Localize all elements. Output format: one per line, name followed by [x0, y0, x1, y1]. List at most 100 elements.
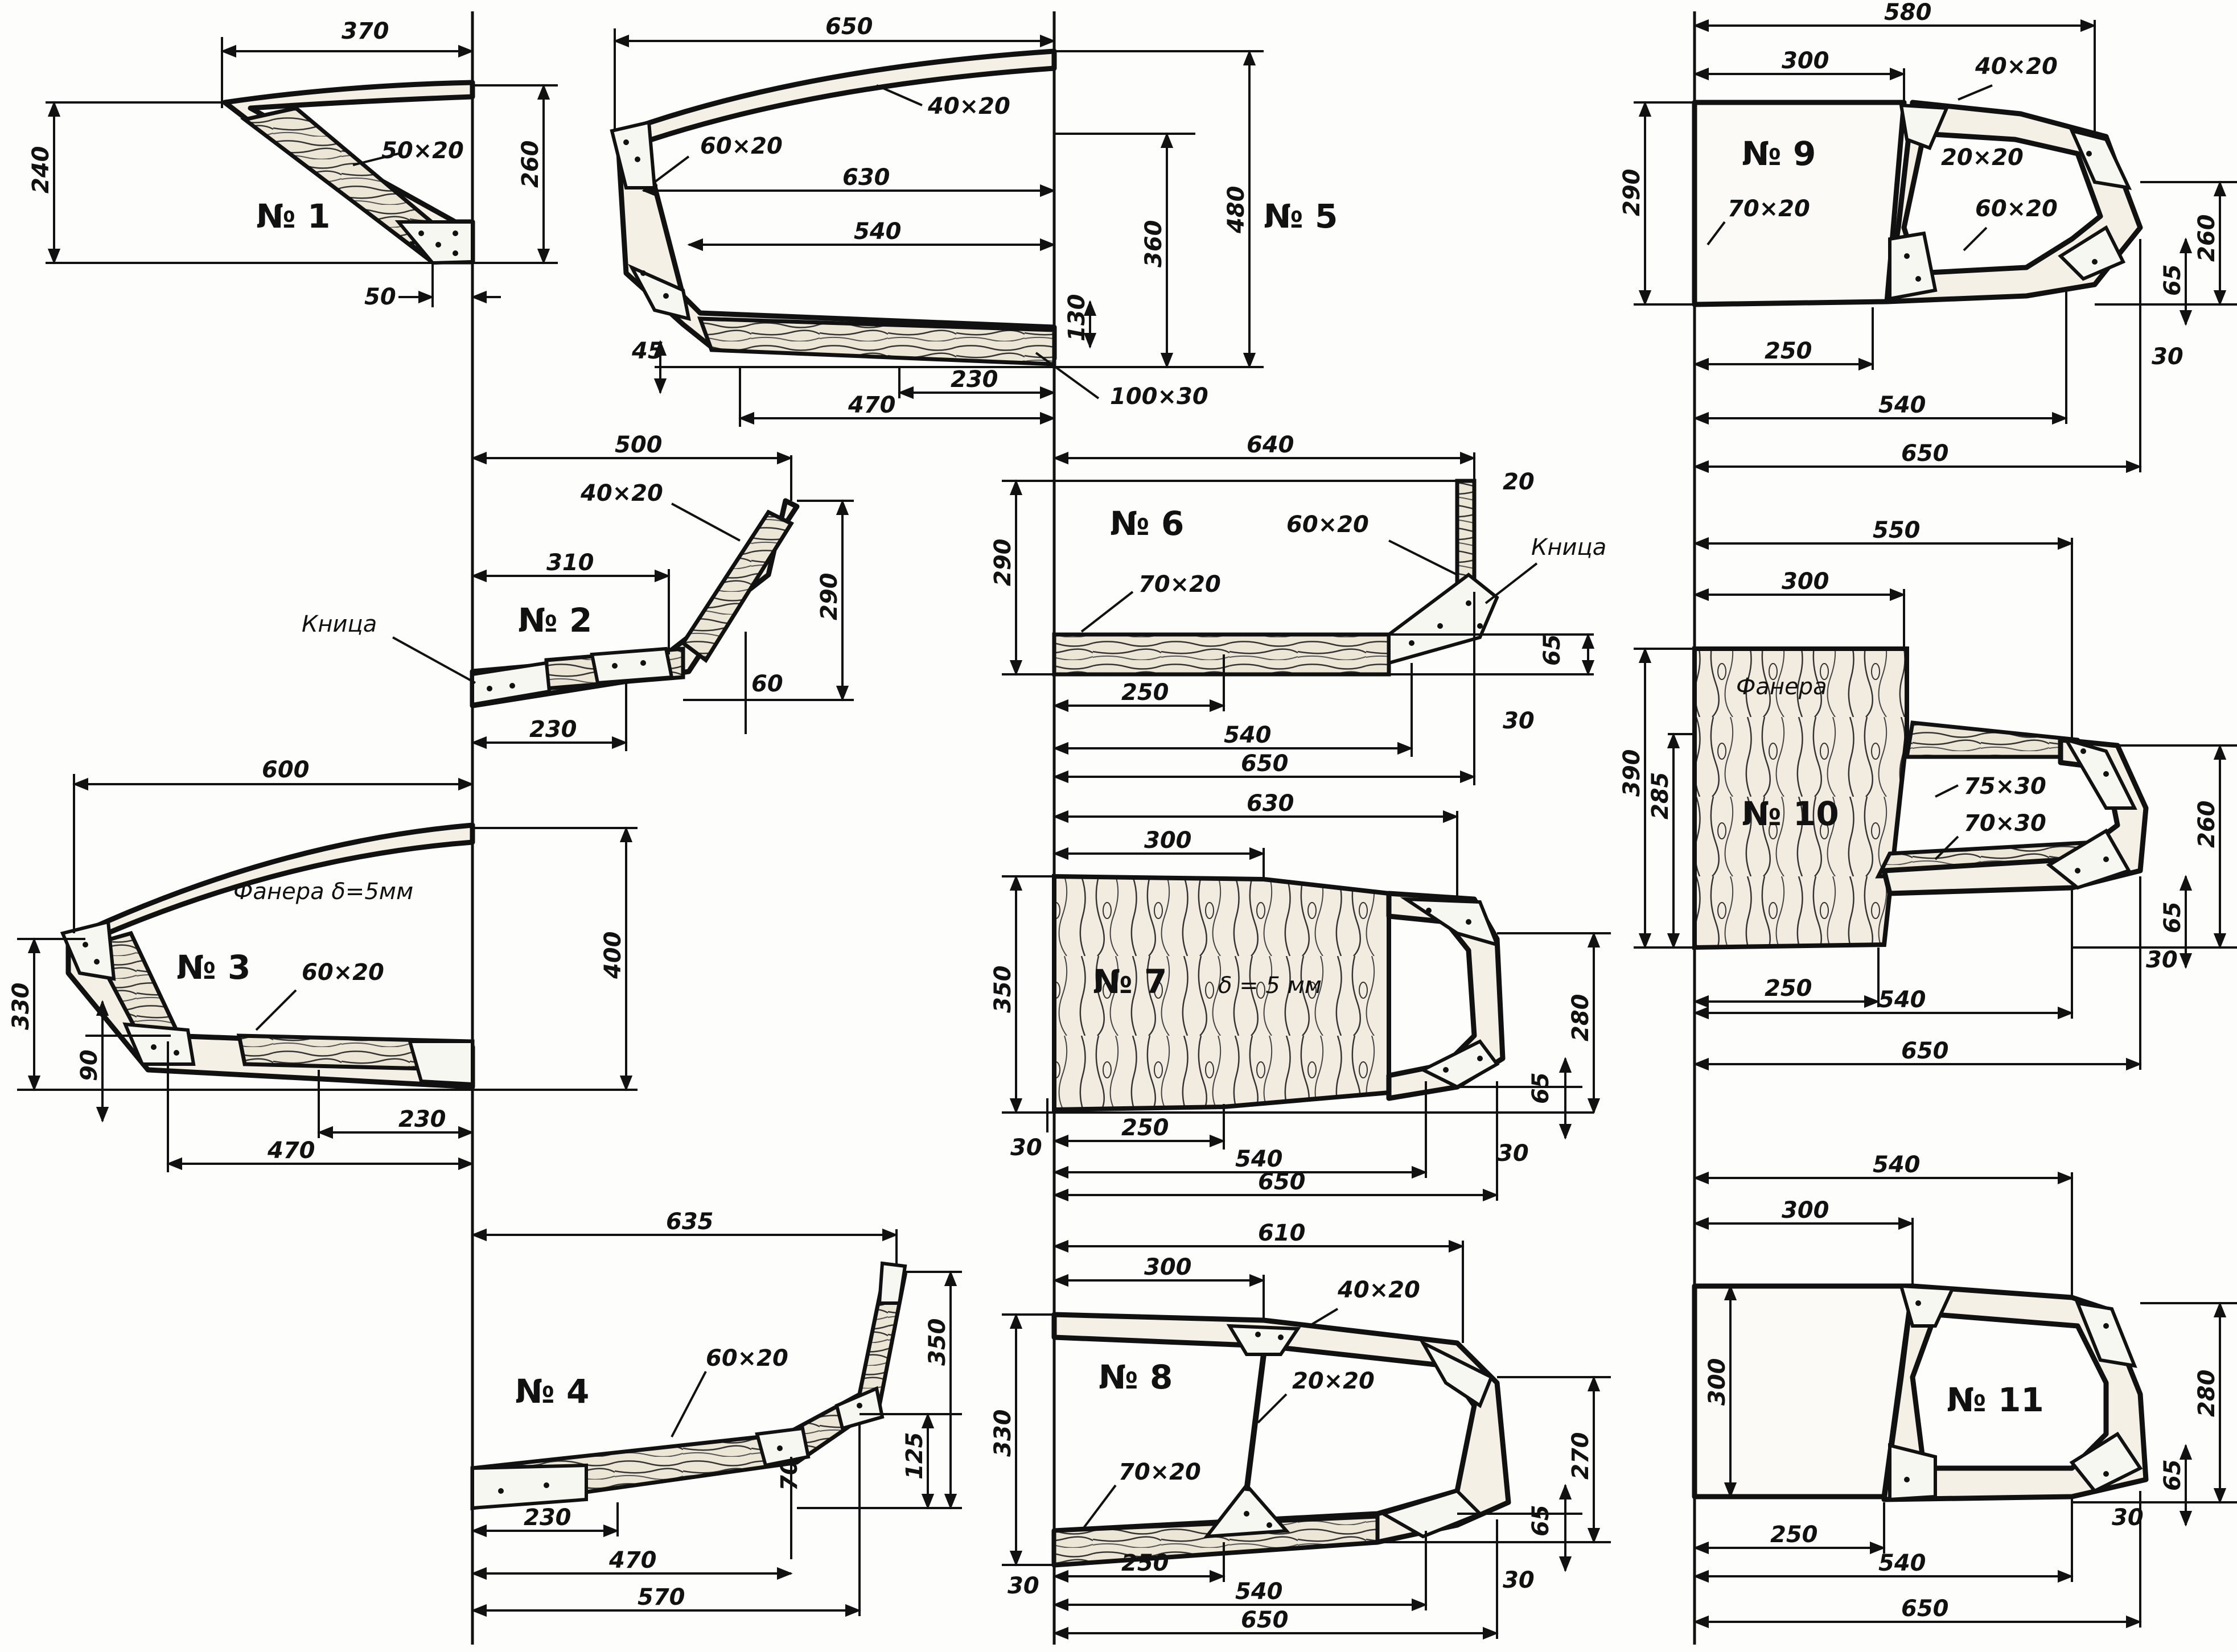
- frame-10-label: № 10: [1742, 794, 1839, 833]
- plywood-note-f3: Фанера δ=5мм: [233, 879, 413, 905]
- member-70x20-f9: 70×20: [1728, 196, 1810, 222]
- member-60x20-f6: 60×20: [1286, 512, 1369, 538]
- dim-300-f7: 300: [1144, 827, 1192, 854]
- member-40x20-f5: 40×20: [927, 93, 1010, 120]
- dim-65-f10: 65: [2160, 901, 2186, 933]
- member-50x20: 50×20: [381, 138, 464, 164]
- plywood-note-f7: δ = 5 мм: [1218, 973, 1322, 999]
- dim-360: 360: [1141, 220, 1167, 268]
- dim-230-f5: 230: [951, 366, 998, 393]
- dim-635: 635: [666, 1209, 714, 1235]
- dim-540-top-f11: 540: [1873, 1152, 1921, 1178]
- dim-540-f6: 540: [1224, 722, 1272, 748]
- dim-65-f7: 65: [1528, 1072, 1554, 1104]
- frame-7-label: № 7: [1093, 962, 1167, 1001]
- dim-45: 45: [631, 338, 664, 364]
- dim-290-f2: 290: [816, 573, 842, 621]
- dim-540-f5: 540: [854, 219, 902, 245]
- dim-50: 50: [364, 284, 396, 310]
- dim-310: 310: [546, 550, 594, 576]
- dim-300-f8: 300: [1144, 1254, 1192, 1280]
- member-40x20-f2: 40×20: [580, 480, 663, 506]
- dim-30-f7-left: 30: [1010, 1135, 1042, 1161]
- dim-640: 640: [1247, 432, 1294, 458]
- member-60x20-f9: 60×20: [1975, 196, 2058, 222]
- member-60x20-f5: 60×20: [700, 133, 783, 159]
- frame-2-label: № 2: [518, 601, 592, 640]
- dim-250-f7: 250: [1121, 1115, 1169, 1141]
- dim-650-f11: 650: [1901, 1596, 1949, 1622]
- dim-260: 260: [517, 141, 544, 188]
- dim-300-f11: 300: [1782, 1197, 1829, 1223]
- dim-90: 90: [76, 1049, 102, 1081]
- dim-30-f11: 30: [2112, 1505, 2144, 1531]
- frame-7: 630 300 350 280 65 30 30 250 540 650 δ =…: [990, 790, 1611, 1202]
- dim-230-f2: 230: [529, 716, 577, 743]
- dim-570: 570: [638, 1584, 685, 1610]
- knitsa-label-left: Кница: [302, 611, 377, 637]
- dim-390: 390: [1619, 749, 1645, 797]
- frame-3: 600 330 400 90 230 470 60×20 Фанера δ=5м…: [8, 757, 638, 1172]
- member-70x20-f8: 70×20: [1118, 1459, 1201, 1485]
- dim-650-f6: 650: [1241, 751, 1289, 777]
- frame-2: 500 310 290 60 230 40×20 Кница № 2: [302, 432, 854, 751]
- member-100x30: 100×30: [1110, 384, 1208, 410]
- dim-540-f7: 540: [1235, 1146, 1283, 1172]
- dim-30-f8-left: 30: [1008, 1573, 1039, 1599]
- dim-240: 240: [28, 146, 54, 194]
- dim-550: 550: [1873, 517, 1921, 543]
- dim-300-vert-f11: 300: [1704, 1358, 1730, 1406]
- dim-540-f11: 540: [1878, 1550, 1926, 1576]
- frame-5: 650 630 540 360 480 130 45 230 470 40×20…: [610, 14, 1338, 427]
- dim-65-f8: 65: [1528, 1505, 1554, 1536]
- dim-260-f10: 260: [2194, 801, 2220, 848]
- dim-470-f3: 470: [267, 1138, 315, 1164]
- dim-250-f8: 250: [1121, 1550, 1169, 1576]
- frame-1: 370 240 260 50 50×20 № 1: [28, 18, 558, 310]
- member-60x20-f4: 60×20: [706, 1345, 788, 1371]
- dim-300-f9: 300: [1782, 48, 1829, 74]
- member-70x20-f6: 70×20: [1138, 571, 1221, 598]
- dim-540-f8: 540: [1235, 1579, 1283, 1605]
- member-40x20-f9: 40×20: [1975, 53, 2058, 80]
- member-40x20-f8: 40×20: [1337, 1277, 1420, 1303]
- dim-400: 400: [600, 932, 626, 980]
- dim-290-f6: 290: [990, 539, 1016, 587]
- frame-8: 610 300 330 270 65 30 30 250 540 650 40×…: [990, 1220, 1611, 1640]
- dim-630-f7: 630: [1247, 790, 1294, 817]
- dim-250-f10: 250: [1765, 975, 1812, 1002]
- dim-350-f4: 350: [924, 1319, 951, 1366]
- dim-60: 60: [751, 671, 783, 697]
- dim-330: 330: [8, 983, 34, 1031]
- knitsa-label-right: Кница: [1531, 534, 1606, 561]
- frame-10: 550 300 390 285 260 65 30 250 540 650 75…: [1619, 517, 2237, 1071]
- member-20x20-f9: 20×20: [1941, 145, 2024, 171]
- dim-650-f9: 650: [1901, 440, 1949, 467]
- dim-30-f6: 30: [1503, 708, 1535, 734]
- dim-500: 500: [615, 432, 663, 458]
- dim-650-f10: 650: [1901, 1038, 1949, 1064]
- frame-4-label: № 4: [515, 1372, 589, 1411]
- dim-580: 580: [1884, 0, 1932, 26]
- frame-9-label: № 9: [1742, 134, 1816, 173]
- dim-30-f8-right: 30: [1503, 1567, 1535, 1593]
- dim-650-f7: 650: [1258, 1169, 1306, 1195]
- dim-260-f9: 260: [2194, 215, 2220, 262]
- frame-6-label: № 6: [1110, 504, 1184, 543]
- frame-3-label: № 3: [176, 948, 250, 987]
- dim-250-f11: 250: [1770, 1522, 1818, 1548]
- dim-650-f8: 650: [1241, 1607, 1289, 1633]
- dim-540-f9: 540: [1878, 392, 1926, 418]
- dim-250-f6: 250: [1121, 679, 1169, 706]
- dim-330-f8: 330: [990, 1410, 1016, 1457]
- frame-11: 540 300 300 280 65 30 250 540 650 № 11: [1692, 1152, 2237, 1629]
- dim-470-f5: 470: [848, 392, 896, 418]
- dim-20: 20: [1503, 469, 1535, 495]
- dim-540-f10: 540: [1878, 987, 1926, 1013]
- dim-280-f11: 280: [2194, 1370, 2220, 1418]
- dim-290-f9: 290: [1619, 169, 1645, 217]
- frame-11-label: № 11: [1947, 1381, 2044, 1419]
- dim-480: 480: [1223, 186, 1249, 234]
